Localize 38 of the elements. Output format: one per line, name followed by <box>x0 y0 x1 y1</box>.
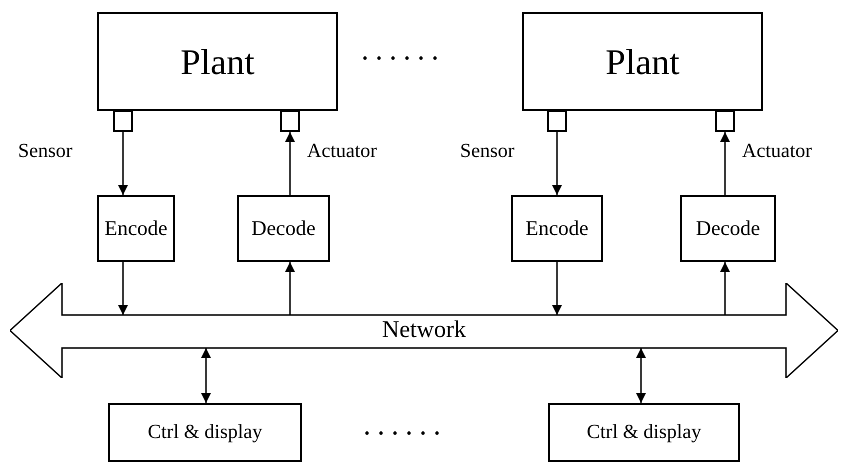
node-label: Decode <box>696 216 760 241</box>
ellipsis-dots: ······ <box>360 42 444 76</box>
arrow <box>720 132 730 195</box>
arrow <box>118 262 128 315</box>
network-label: Network <box>382 317 466 344</box>
encoder-box <box>97 195 175 262</box>
controller-box <box>548 403 740 462</box>
arrow <box>285 132 295 195</box>
port-label: Sensor <box>18 140 72 163</box>
node-label: Encode <box>526 216 588 241</box>
sensor-port <box>547 110 567 132</box>
decoder-box <box>237 195 330 262</box>
node-label: Decode <box>251 216 316 241</box>
port-label: Actuator <box>742 140 812 163</box>
network-bus <box>10 283 838 378</box>
ellipsis-dots: ······ <box>362 417 446 451</box>
arrow <box>720 262 730 315</box>
sensor-port <box>113 110 133 132</box>
plant-box <box>522 12 763 111</box>
arrow <box>285 262 295 315</box>
node-label: Ctrl & display <box>586 421 702 444</box>
actuator-port <box>715 110 735 132</box>
port-label: Actuator <box>307 140 377 163</box>
node-label: Plant <box>180 40 254 82</box>
arrow <box>118 132 128 195</box>
port-label: Sensor <box>460 140 514 163</box>
arrow <box>552 132 562 195</box>
node-label: Ctrl & display <box>148 421 262 444</box>
actuator-port <box>280 110 300 132</box>
encoder-box <box>511 195 603 262</box>
controller-box <box>108 403 302 462</box>
node-label: Encode <box>104 216 168 241</box>
arrow <box>552 262 562 315</box>
node-label: Plant <box>605 40 680 82</box>
plant-box <box>97 12 338 111</box>
arrow <box>636 348 646 403</box>
arrow <box>201 348 211 403</box>
decoder-box <box>680 195 776 262</box>
